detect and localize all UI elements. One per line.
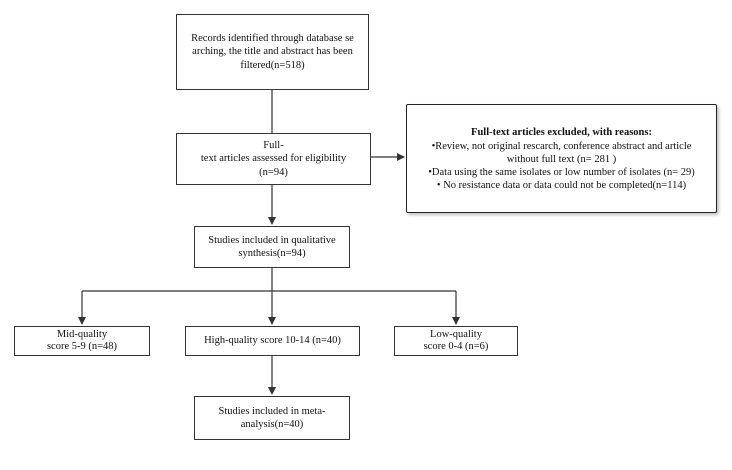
records-line-3: filtered(n=518) bbox=[240, 59, 305, 71]
excluded-reason-1-cont: without full text (n= 281 ) bbox=[506, 153, 617, 165]
records-line-2: arching, the title and abstract has been bbox=[192, 46, 353, 58]
fulltext-line-2: text articles assessed for eligibility bbox=[200, 153, 347, 165]
excluded-title: Full-text articles excluded, with reason… bbox=[471, 126, 652, 138]
excluded-reason-1: •Review, not original rescarch, conferen… bbox=[431, 140, 692, 152]
low-quality-box: Low-quality score 0-4 (n=6) bbox=[394, 326, 518, 356]
high-quality-box: High-quality score 10-14 (n=40) bbox=[185, 326, 360, 356]
qualitative-line-1: Studies included in qualitative bbox=[208, 234, 336, 246]
low-line-2: score 0-4 (n=6) bbox=[423, 341, 489, 352]
records-identified-box: Records identified through database se a… bbox=[176, 14, 369, 90]
mid-line-2: score 5-9 (n=48) bbox=[46, 341, 118, 352]
mid-quality-box: Mid-quality score 5-9 (n=48) bbox=[14, 326, 150, 356]
qualitative-line-2: synthesis(n=94) bbox=[238, 248, 306, 259]
excluded-reason-3: • No resistance data or data could not b… bbox=[436, 179, 687, 191]
excluded-reason-2: •Data using the same isolates or low num… bbox=[428, 166, 695, 178]
fulltext-line-1: Full- bbox=[263, 139, 284, 151]
meta-line-2: analysis(n=40) bbox=[240, 419, 304, 430]
qualitative-synthesis-box: Studies included in qualitative synthesi… bbox=[194, 226, 350, 268]
high-line-1: High-quality score 10-14 (n=40) bbox=[204, 335, 341, 347]
fulltext-assessed-box: Full- text articles assessed for eligibi… bbox=[176, 133, 371, 185]
fulltext-excluded-box: Full-text articles excluded, with reason… bbox=[406, 104, 717, 213]
records-line-1: Records identified through database se bbox=[191, 32, 354, 44]
meta-analysis-box: Studies included in meta- analysis(n=40) bbox=[194, 396, 350, 440]
meta-line-1: Studies included in meta- bbox=[218, 405, 326, 417]
low-line-1: Low-quality bbox=[430, 328, 482, 340]
fulltext-line-3: (n=94) bbox=[259, 166, 288, 178]
mid-line-1: Mid-quality bbox=[56, 328, 108, 340]
